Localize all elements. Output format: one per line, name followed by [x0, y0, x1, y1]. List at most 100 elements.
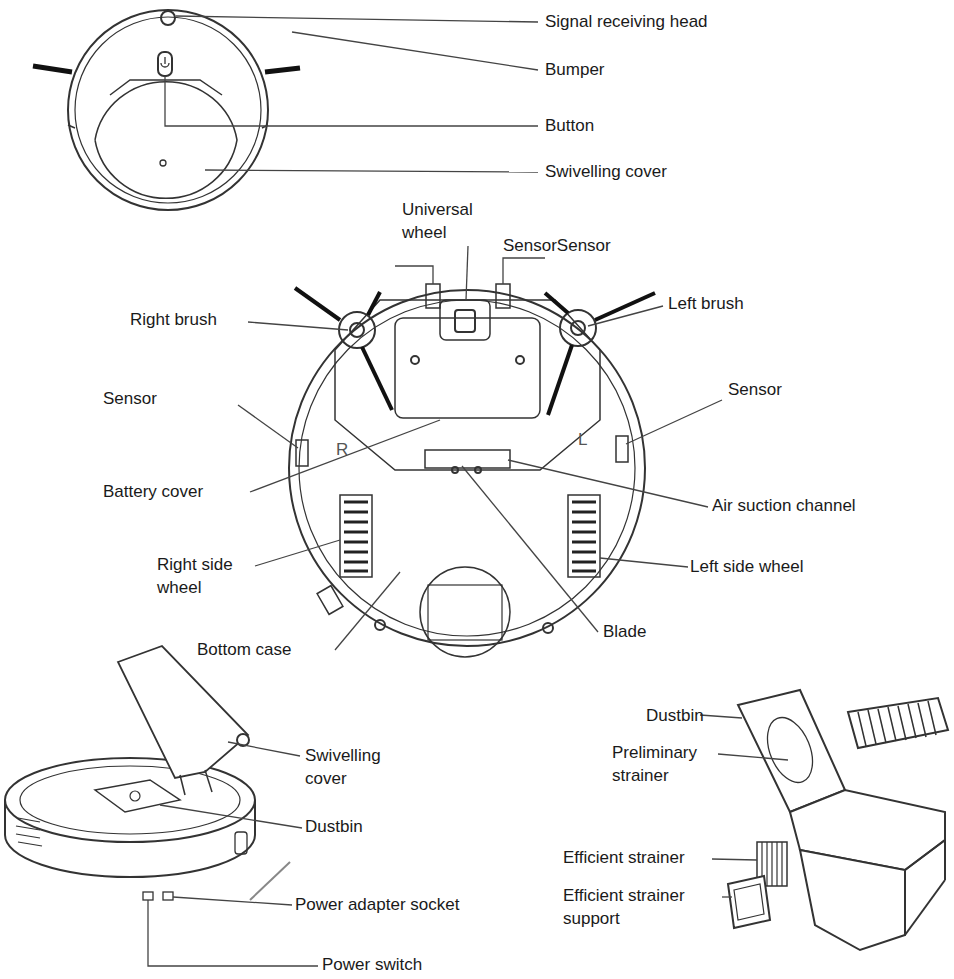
bottom-view-shape [375, 620, 385, 630]
bottom-view-shape [440, 300, 490, 340]
perspective-view-shape [5, 758, 255, 842]
perspective-view-shape [250, 862, 290, 900]
bottom-view-shape-shape [572, 521, 596, 524]
leader-lines-shape [176, 16, 538, 22]
bottom-view-shape-shape [572, 511, 596, 514]
bottom-view-shape [340, 495, 372, 577]
bottom-view-shape-shape [362, 347, 392, 410]
part-label: Button [545, 114, 745, 137]
leader-lines-shape [508, 460, 708, 507]
part-label: Efficient strainer support [563, 884, 713, 930]
leader-lines-shape [250, 420, 440, 492]
bottom-view-shape-shape [572, 570, 596, 573]
dustbin-exploded-shape [759, 711, 822, 789]
bottom-view-shape-shape [344, 501, 368, 504]
bottom-view-shape-shape [295, 288, 340, 320]
dustbin-exploded-shape [905, 880, 945, 935]
part-label: Blade [603, 620, 703, 643]
dustbin-exploded-shape-shape [878, 709, 886, 743]
perspective-view-shape [143, 892, 153, 900]
part-label: Bumper [545, 58, 745, 81]
side-letter: L [578, 430, 598, 450]
dustbin-exploded-shape-shape [781, 842, 782, 886]
part-label: Right side wheel [157, 553, 252, 599]
leader-lines-shape [160, 805, 302, 828]
dustbin-exploded-shape-shape [888, 707, 896, 741]
perspective-view-shape [118, 646, 248, 778]
bottom-view-shape-shape [368, 292, 380, 315]
leader-lines-shape [148, 900, 318, 966]
perspective-view-shape [163, 892, 173, 900]
top-view-shape [265, 68, 300, 72]
leader-lines [700, 715, 788, 897]
bottom-view-shape-shape [344, 531, 368, 534]
dustbin-exploded-shape-shape [766, 842, 767, 886]
part-label: SensorSensor [503, 234, 703, 257]
part-label: Left brush [668, 292, 818, 315]
top-view-shape [33, 66, 72, 72]
part-label: Dustbin [305, 815, 425, 838]
bottom-view-shape [350, 323, 364, 337]
dustbin-exploded-shape-shape [928, 701, 936, 735]
part-label: Swivelling cover [305, 744, 400, 790]
perspective-view-shape [95, 780, 180, 812]
leader-lines-shape [292, 32, 538, 70]
top-view-shape [164, 57, 165, 64]
leader-lines-shape [718, 754, 788, 760]
dustbin-exploded-shape-shape [908, 704, 916, 738]
leader-lines [238, 246, 722, 650]
perspective-view-shape [205, 770, 212, 792]
leader-lines-shape [395, 266, 433, 284]
bottom-view-shape-shape [344, 521, 368, 524]
top-view-shape [158, 52, 172, 76]
perspective-view-shape [16, 818, 42, 846]
leader-lines-shape [700, 715, 742, 718]
bottom-view-shape [411, 356, 419, 364]
perspective-view-shape [180, 775, 185, 795]
dustbin-exploded-shape [944, 840, 946, 880]
bottom-view-shape-shape [344, 570, 368, 573]
side-letter: R [336, 440, 356, 460]
perspective-view-shape-shape [18, 818, 40, 822]
part-label: Power adapter socket [295, 893, 545, 916]
part-label: Battery cover [103, 480, 263, 503]
bottom-view-shape-shape [344, 551, 368, 554]
bottom-view-shape-shape [344, 561, 368, 564]
perspective-view-shape [235, 832, 247, 854]
dustbin-exploded-shape-shape [771, 842, 772, 886]
bottom-view-shape [426, 284, 440, 308]
dustbin-exploded-shape [800, 850, 905, 950]
leader-lines-shape [228, 742, 300, 756]
bottom-view-shape-shape [572, 551, 596, 554]
bottom-view-shape-shape [545, 293, 568, 313]
bottom-view-shape [455, 310, 475, 332]
dustbin-exploded-shape-shape [898, 706, 906, 740]
top-view-shape [110, 80, 222, 95]
bottom-view-shape-shape [572, 541, 596, 544]
top-view [33, 10, 300, 210]
leader-lines-shape [462, 466, 598, 632]
top-view-shape [160, 160, 166, 166]
top-view-shape [68, 125, 75, 128]
bottom-view-shape [295, 288, 655, 415]
part-label: Sensor [728, 378, 848, 401]
part-label: Air suction channel [712, 494, 932, 517]
dustbin-exploded-shape [728, 876, 770, 928]
part-label: Right brush [130, 308, 280, 331]
top-view-shape [75, 17, 261, 203]
leader-lines-shape [588, 306, 663, 326]
bottom-view-shape [516, 356, 524, 364]
bottom-view-shape-shape [344, 511, 368, 514]
leader-lines-shape [255, 540, 340, 566]
bottom-view-shape-shape [344, 541, 368, 544]
top-view-shape [95, 82, 237, 199]
part-label: Signal receiving head [545, 10, 805, 33]
bottom-view [289, 284, 655, 657]
part-label: Bottom case [197, 638, 357, 661]
bottom-view-shape [571, 321, 585, 335]
bottom-view-shape-shape [572, 561, 596, 564]
bottom-view-shape-shape [572, 501, 596, 504]
bottom-view-shape [420, 567, 510, 657]
part-label: Sensor [103, 387, 223, 410]
dustbin-exploded-shape [858, 701, 936, 746]
